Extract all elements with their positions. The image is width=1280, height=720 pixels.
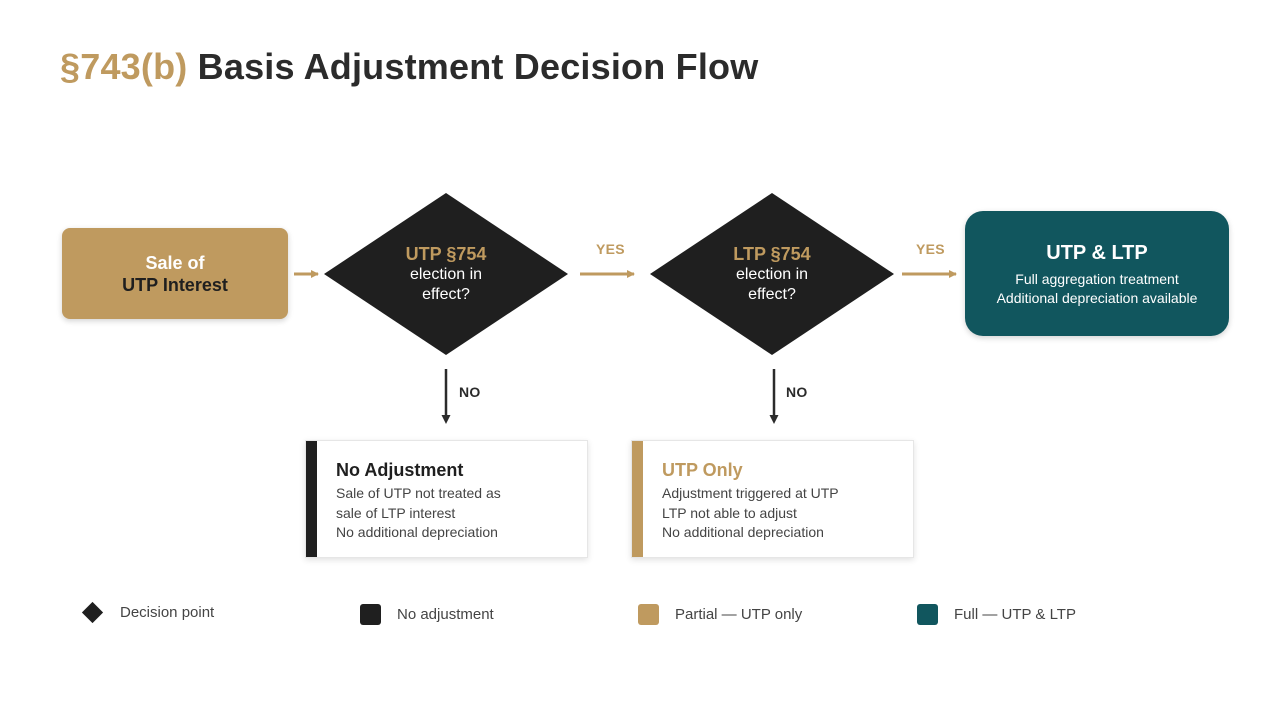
no-label-1: NO [459, 384, 481, 400]
decision2-text: LTP §754 election in effect? [692, 243, 852, 305]
card-line: No additional depreciation [336, 524, 498, 540]
legend-item-no-adjustment: No adjustment [360, 604, 494, 625]
legend-item-full: Full — UTP & LTP [917, 604, 1076, 625]
start-node-line2: UTP Interest [122, 274, 228, 295]
card-accent-bar [306, 441, 317, 557]
legend-swatch-dark [360, 604, 381, 625]
legend-item-decision-point: Decision point [81, 601, 215, 624]
no-label-2: NO [786, 384, 808, 400]
legend-label: Decision point [120, 604, 215, 621]
card-title: UTP Only [662, 460, 743, 480]
legend-swatch-gold [638, 604, 659, 625]
card-line: LTP not able to adjust [662, 504, 797, 521]
result-line: Additional depreciation available [996, 289, 1198, 306]
decision2-line1: election in [735, 266, 809, 283]
legend-label: No adjustment [397, 606, 494, 623]
card-no-adjustment: No Adjustment Sale of UTP not treated as… [305, 440, 588, 558]
decision1-text: UTP §754 election in effect? [366, 243, 526, 305]
yes-label-2: YES [916, 241, 945, 257]
card-line: sale of LTP interest [336, 504, 456, 521]
card-line: Sale of UTP not treated as [336, 485, 501, 501]
start-node-line1: Sale of [145, 252, 205, 273]
result-title: UTP & LTP [1046, 241, 1148, 264]
decision1-line1: election in [409, 266, 483, 283]
card-utp-only: UTP Only Adjustment triggered at UTP LTP… [631, 440, 914, 558]
page-title: §743(b) Basis Adjustment Decision Flow [60, 46, 758, 88]
card-title: No Adjustment [336, 460, 464, 480]
legend-swatch-teal [917, 604, 938, 625]
decision-diamond-utp [324, 193, 568, 355]
card-accent-bar [632, 441, 643, 557]
legend-item-partial: Partial — UTP only [638, 604, 802, 625]
decision2-title: LTP §754 [733, 244, 811, 264]
decision2-line2: effect? [748, 286, 796, 303]
yes-label-1: YES [596, 241, 625, 257]
legend-label: Full — UTP & LTP [954, 606, 1076, 623]
card-line: No additional depreciation [662, 524, 824, 540]
title-text: Basis Adjustment Decision Flow [197, 46, 759, 87]
decision-diamond-ltp [650, 193, 894, 355]
title-section-ref: §743(b) [60, 46, 188, 87]
card-line: Adjustment triggered at UTP [662, 485, 839, 501]
result-line: Full aggregation treatment [1015, 270, 1179, 287]
result-node-utp-ltp: UTP & LTP Full aggregation treatment Add… [965, 211, 1229, 336]
diamond-icon [81, 601, 104, 624]
decision1-title: UTP §754 [405, 244, 487, 264]
legend-label: Partial — UTP only [675, 606, 803, 623]
arrowhead-decision1-no [441, 415, 451, 424]
arrowhead-decision2-no [769, 415, 779, 424]
decision1-line2: effect? [422, 286, 470, 303]
start-node-sale-of-utp-interest: Sale of UTP Interest [62, 228, 288, 319]
